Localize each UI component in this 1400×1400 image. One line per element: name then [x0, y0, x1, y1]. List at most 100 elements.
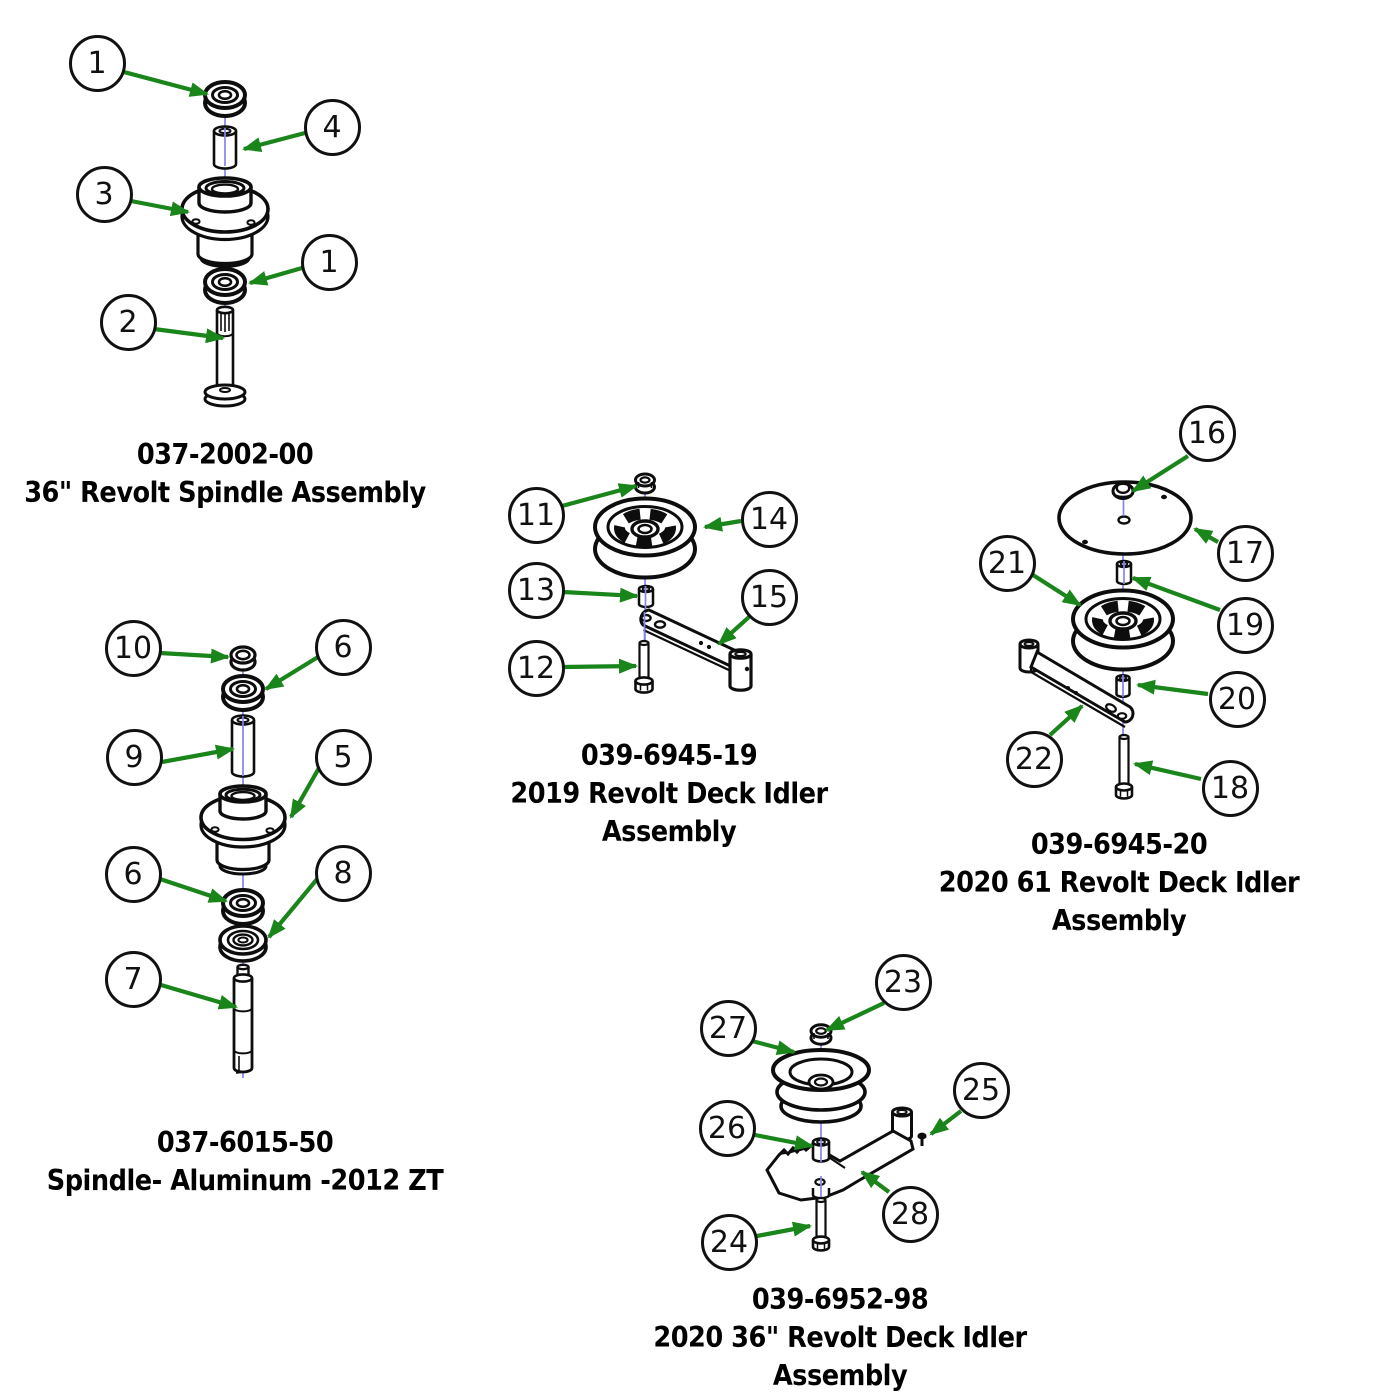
part-spindle-shaft: [203, 305, 247, 408]
callout-037-6015-50-8: 8: [314, 844, 372, 902]
callout-037-6015-50-5: 5: [314, 728, 372, 786]
callout-arrow: [929, 1109, 963, 1136]
part-bearing-bottom: [203, 267, 247, 305]
callout-arrow: [825, 1001, 885, 1032]
part-spacer-bushing: [811, 1137, 831, 1163]
part-idler-bolt: [634, 639, 654, 694]
part-cover-disc: [1057, 480, 1193, 556]
callout-039-6945-19-11: 11: [507, 486, 565, 544]
callout-arrow: [289, 766, 321, 819]
assembly-037-2002-00: [119, 68, 306, 408]
callout-arrow: [751, 1038, 796, 1055]
callout-arrow: [159, 648, 230, 664]
callout-039-6945-20-20: 20: [1208, 670, 1266, 728]
callout-arrow: [1048, 704, 1084, 737]
callout-039-6945-19-13: 13: [507, 561, 565, 619]
callout-039-6952-98-23: 23: [874, 953, 932, 1011]
callout-037-2002-00-2: 2: [99, 293, 157, 351]
callout-arrow: [264, 655, 320, 691]
part-bearing-lower: [221, 888, 265, 926]
callout-arrow: [860, 1170, 891, 1194]
callout-037-2002-00-1: 1: [300, 233, 358, 291]
part-number: 039-6945-19: [580, 739, 758, 772]
callout-arrow: [130, 198, 190, 217]
part-spindle-housing: [199, 784, 287, 876]
callout-arrow: [1136, 679, 1209, 697]
callout-039-6945-19-12: 12: [507, 639, 565, 697]
assembly-title-037-6015-50: 037-6015-50 Spindle- Aluminum -2012 ZT: [15, 1124, 475, 1200]
callout-arrow: [119, 68, 209, 97]
part-cap-nut: [1111, 482, 1135, 500]
callout-037-2002-00-1: 1: [68, 34, 126, 92]
part-spacer-bushing: [637, 584, 655, 609]
part-number: 039-6952-98: [751, 1283, 929, 1316]
callout-037-6015-50-6: 6: [314, 618, 372, 676]
callout-039-6945-20-17: 17: [1216, 524, 1274, 582]
callout-arrow: [248, 265, 303, 286]
callout-039-6945-20-21: 21: [978, 534, 1036, 592]
callout-039-6945-20-19: 19: [1216, 596, 1274, 654]
callout-039-6945-20-18: 18: [1201, 759, 1259, 817]
callout-039-6945-19-15: 15: [740, 568, 798, 626]
part-v-idler-pulley: [771, 1048, 871, 1124]
callout-037-6015-50-7: 7: [104, 950, 162, 1008]
part-number: 037-6015-50: [156, 1126, 334, 1159]
callout-037-6015-50-10: 10: [104, 619, 162, 677]
callout-arrow: [1131, 454, 1190, 493]
part-bearing-top: [203, 80, 247, 118]
callout-arrow: [267, 876, 320, 939]
assembly-name: 36" Revolt Spindle Assembly: [24, 476, 426, 509]
callout-039-6945-20-16: 16: [1178, 404, 1236, 462]
callout-039-6945-19-14: 14: [740, 490, 798, 548]
callout-arrow: [717, 615, 751, 646]
assembly-039-6945-19: [561, 472, 753, 694]
callout-arrow: [159, 877, 228, 903]
part-idler-arm: [1018, 638, 1135, 728]
callout-039-6952-98-25: 25: [952, 1061, 1010, 1119]
callout-arrow: [153, 326, 225, 344]
callout-arrow: [1031, 573, 1082, 607]
callout-arrow: [242, 130, 306, 152]
callout-039-6945-20-22: 22: [1005, 730, 1063, 788]
assembly-title-039-6945-20: 039-6945-20 2020 61 Revolt Deck Idler As…: [889, 826, 1349, 940]
assembly-039-6945-20: [1018, 454, 1221, 800]
assembly-039-6952-98: [751, 1001, 963, 1252]
callout-arrow: [160, 982, 238, 1010]
part-spacer-tube: [212, 125, 238, 170]
part-spacer-tube: [230, 714, 256, 778]
part-spacer-upper: [1115, 559, 1133, 586]
callout-arrow: [1131, 576, 1221, 612]
callout-arrow: [703, 516, 742, 532]
part-flange-nut: [634, 472, 656, 495]
callout-arrow: [562, 587, 639, 603]
part-spindle-housing: [180, 176, 270, 268]
callout-037-2002-00-3: 3: [75, 165, 133, 223]
callout-037-6015-50-6: 6: [104, 845, 162, 903]
assembly-title-039-6945-19: 039-6945-19 2019 Revolt Deck Idler Assem…: [439, 737, 899, 851]
callout-037-6015-50-9: 9: [105, 728, 163, 786]
part-spindle-shaft: [232, 963, 254, 1074]
callout-039-6952-98-28: 28: [881, 1185, 939, 1243]
callout-arrow: [1133, 760, 1202, 782]
assembly-name: 2020 61 Revolt Deck Idler Assembly: [938, 866, 1300, 937]
callout-arrow: [1193, 527, 1220, 544]
assembly-title-037-2002-00: 037-2002-00 36" Revolt Spindle Assembly: [0, 436, 455, 512]
part-number: 037-2002-00: [136, 438, 314, 471]
callout-arrow: [756, 1221, 812, 1239]
part-idler-bolt: [1114, 733, 1134, 800]
assembly-name: Spindle- Aluminum -2012 ZT: [46, 1164, 444, 1197]
part-spacer-lower: [1115, 673, 1131, 699]
part-idler-pulley: [1071, 588, 1175, 672]
callout-arrow: [161, 744, 235, 765]
part-idler-bolt: [811, 1196, 831, 1252]
part-idler-pulley: [593, 496, 697, 580]
part-number: 039-6945-20: [1030, 828, 1208, 861]
part-seal-washer: [218, 924, 268, 963]
part-bearing-upper: [221, 674, 265, 712]
callout-arrow: [561, 483, 638, 509]
assembly-name: 2020 36" Revolt Deck Idler Assembly: [653, 1321, 1027, 1392]
callout-arrow: [754, 1132, 814, 1151]
callout-037-2002-00-4: 4: [303, 98, 361, 156]
